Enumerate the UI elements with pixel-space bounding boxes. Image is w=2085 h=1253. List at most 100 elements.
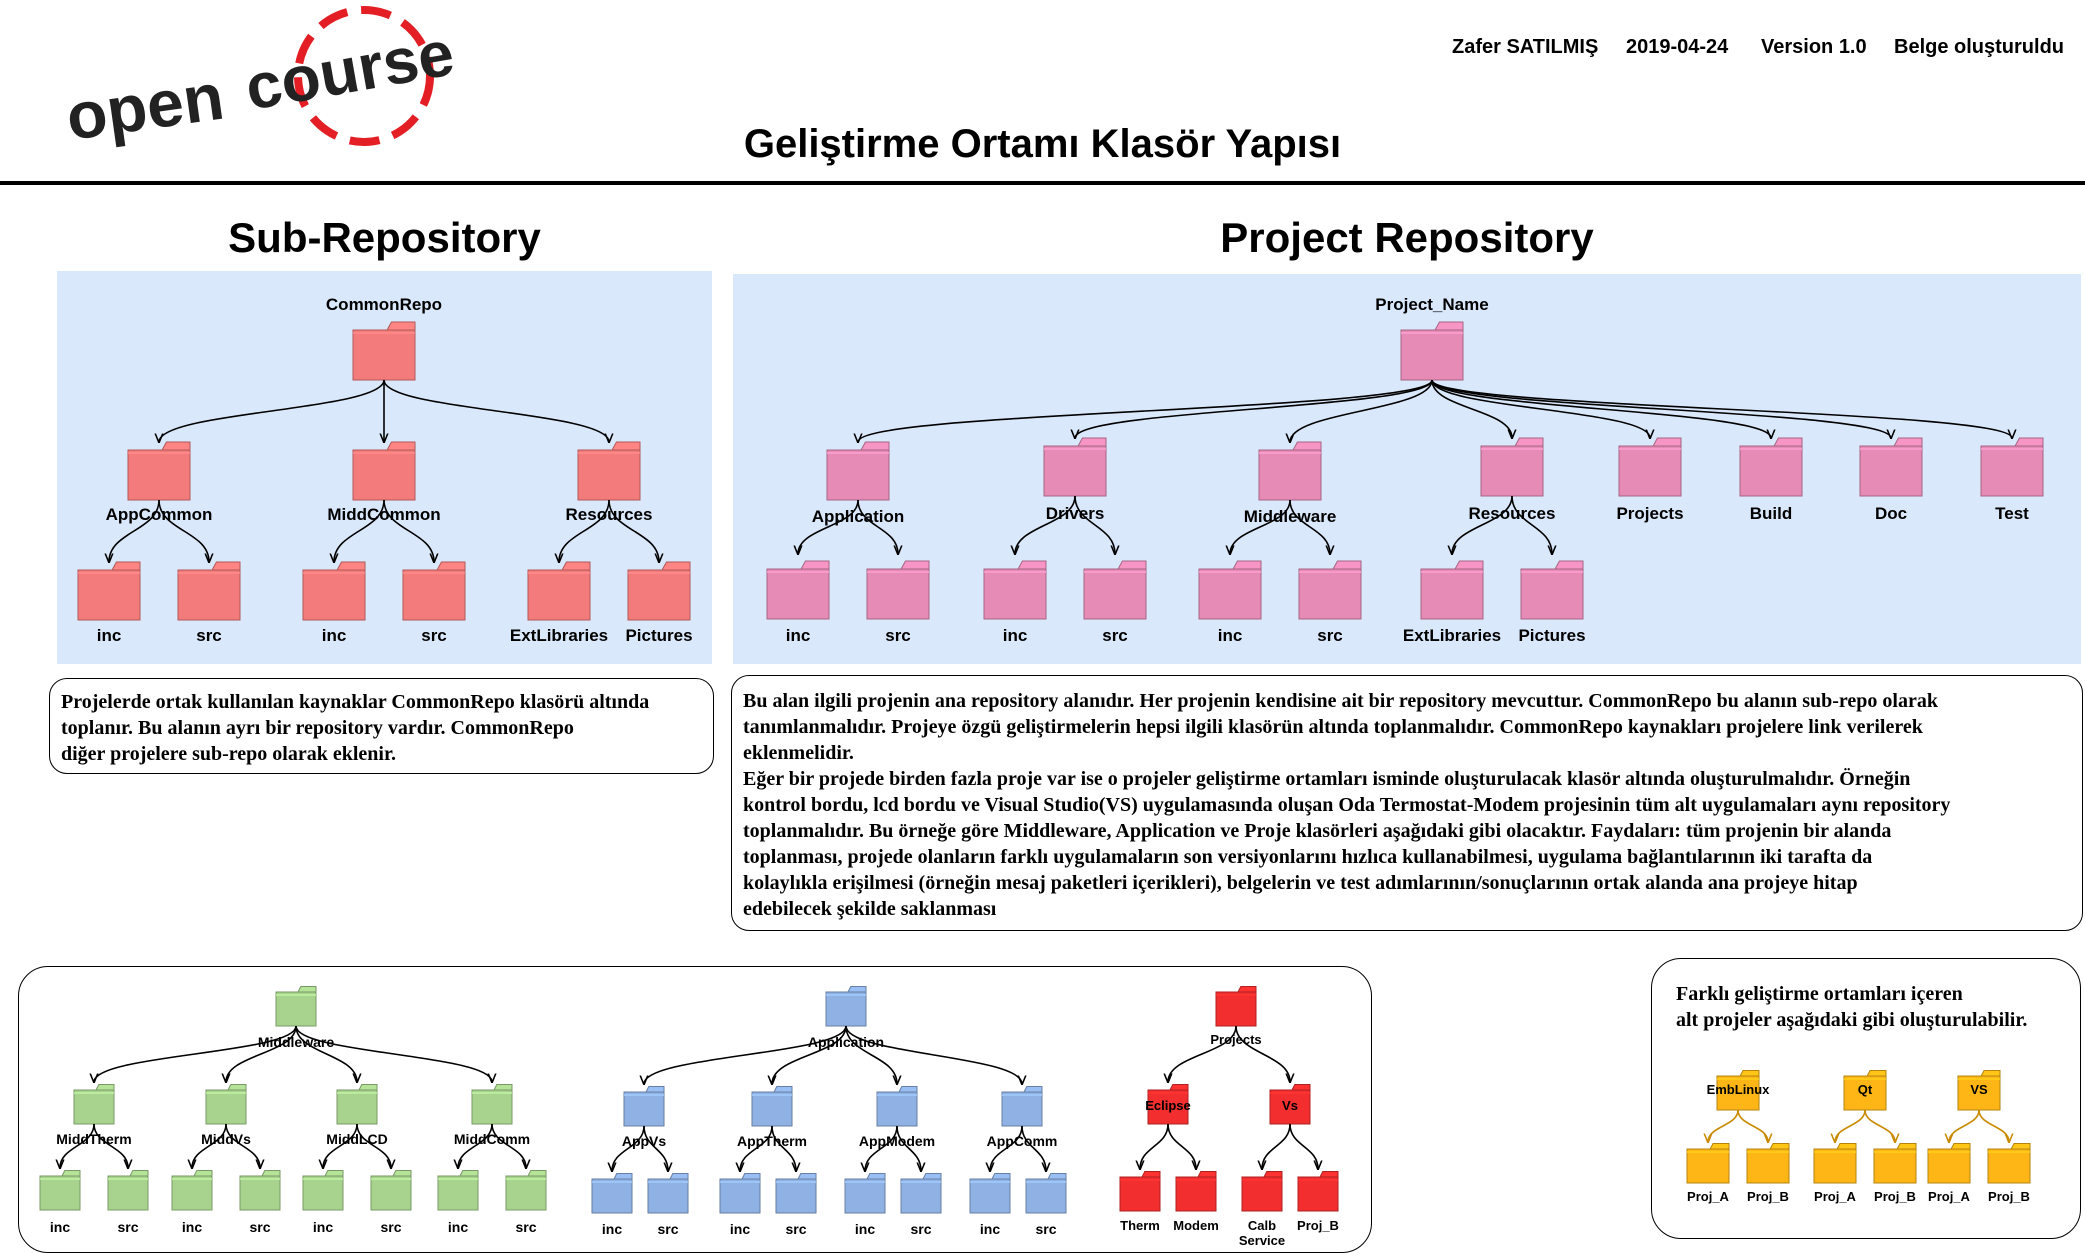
tree-connector bbox=[1290, 379, 1433, 442]
folder-label: Proj_B bbox=[1988, 1189, 2030, 1204]
tree-connector bbox=[858, 379, 1433, 442]
tree-connector bbox=[1230, 499, 1291, 554]
tree-connector bbox=[1289, 1123, 1318, 1169]
tree-connector bbox=[1452, 495, 1513, 554]
group-folder-icon bbox=[352, 441, 416, 501]
folder-label: Proj_A bbox=[1928, 1189, 1971, 1204]
folder-label: Qt bbox=[1858, 1082, 1873, 1097]
description-line: Projelerde ortak kullanılan kaynaklar Co… bbox=[61, 691, 650, 713]
group-folder-icon bbox=[577, 441, 641, 501]
tree-connector bbox=[323, 1123, 358, 1168]
tree-connector bbox=[295, 1025, 357, 1082]
folder-label: Application bbox=[808, 1034, 884, 1050]
folder-label: AppTherm bbox=[737, 1133, 807, 1149]
group-folder-icon bbox=[471, 1084, 513, 1125]
environments-text-line: Farklı geliştirme ortamları içeren bbox=[1676, 983, 1963, 1005]
tree-connector bbox=[295, 1025, 492, 1082]
root-folder-icon bbox=[1400, 321, 1464, 381]
folder-label: inc bbox=[97, 626, 122, 645]
folder-label: AppModem bbox=[859, 1133, 935, 1149]
folder-label: Modem bbox=[1173, 1218, 1219, 1233]
folder-label: Service bbox=[1239, 1233, 1285, 1248]
env-folder-icon bbox=[1957, 1070, 2001, 1111]
group-folder-icon bbox=[1859, 437, 1923, 497]
child-folder-icon bbox=[969, 1173, 1011, 1214]
child-folder-icon bbox=[402, 561, 466, 621]
tree-connector bbox=[1235, 1025, 1290, 1082]
tree-connector bbox=[109, 499, 160, 562]
tree-connector bbox=[356, 1123, 391, 1168]
document-version: Version 1.0 bbox=[1761, 36, 1867, 58]
folder-label: Eclipse bbox=[1145, 1098, 1191, 1113]
tree-connector bbox=[1431, 379, 1512, 438]
folder-label: Middleware bbox=[258, 1034, 334, 1050]
folder-label: inc bbox=[313, 1219, 333, 1235]
tree-connector bbox=[226, 1025, 297, 1082]
folder-label: AppCommon bbox=[106, 505, 213, 524]
folder-label: src bbox=[1317, 626, 1343, 645]
tree-connector bbox=[612, 1125, 645, 1171]
tree-connector bbox=[1431, 379, 2012, 438]
tree-connector bbox=[559, 499, 610, 562]
tree-connector bbox=[158, 499, 209, 562]
child-folder-icon bbox=[627, 561, 691, 621]
folder-label: inc bbox=[182, 1219, 202, 1235]
folder-label: Test bbox=[1995, 504, 2029, 523]
env-child-folder-icon bbox=[1927, 1143, 1971, 1184]
tree-connector bbox=[845, 1025, 1022, 1084]
env-child-folder-icon bbox=[1746, 1143, 1790, 1184]
document-status: Belge oluşturuldu bbox=[1894, 36, 2064, 58]
folder-label: src bbox=[249, 1219, 270, 1235]
logo-ring bbox=[294, 6, 434, 146]
folder-label: inc bbox=[602, 1221, 622, 1237]
folder-label: src bbox=[196, 626, 222, 645]
child-folder-icon bbox=[775, 1173, 817, 1214]
tree-connector bbox=[383, 499, 434, 562]
root-folder-icon bbox=[1215, 986, 1257, 1027]
tree-connector bbox=[990, 1125, 1023, 1171]
folder-label: MiddCommon bbox=[327, 505, 440, 524]
folder-label: src bbox=[1102, 626, 1128, 645]
env-child-folder-icon bbox=[1686, 1143, 1730, 1184]
child-folder-icon bbox=[844, 1173, 886, 1214]
group-folder-icon bbox=[1147, 1084, 1189, 1125]
tree-connector bbox=[383, 379, 609, 442]
child-folder-icon bbox=[1119, 1171, 1161, 1212]
folder-label: src bbox=[910, 1221, 931, 1237]
folder-label: src bbox=[657, 1221, 678, 1237]
folder-label: Therm bbox=[1120, 1218, 1160, 1233]
group-folder-icon bbox=[1269, 1084, 1311, 1125]
tree-connector bbox=[1864, 1109, 1895, 1142]
child-folder-icon bbox=[647, 1173, 689, 1214]
tree-connector bbox=[1168, 1025, 1237, 1082]
child-folder-icon bbox=[1520, 560, 1584, 620]
tree-connector bbox=[771, 1125, 796, 1171]
child-folder-icon bbox=[1420, 560, 1484, 620]
folder-label: MiddLCD bbox=[326, 1131, 387, 1147]
folder-label: inc bbox=[786, 626, 811, 645]
group-folder-icon bbox=[1618, 437, 1682, 497]
description-line: tanımlanmalıdır. Projeye özgü geliştirme… bbox=[743, 716, 1923, 738]
environments-text-line: alt projeler aşağıdaki gibi oluşturulabi… bbox=[1676, 1009, 2028, 1031]
group-folder-icon bbox=[623, 1086, 665, 1127]
tree-connector bbox=[1431, 379, 1650, 438]
child-folder-icon bbox=[1175, 1171, 1217, 1212]
tree-connector bbox=[458, 1123, 493, 1168]
folder-label: Middleware bbox=[1244, 507, 1337, 526]
folder-label: src bbox=[380, 1219, 401, 1235]
description-line: kolaylıkla erişilmesi (örneğin mesaj pak… bbox=[743, 872, 1858, 894]
tree-connector bbox=[1167, 1123, 1196, 1169]
child-folder-icon bbox=[107, 1170, 149, 1211]
folder-label: inc bbox=[322, 626, 347, 645]
env-child-folder-icon bbox=[1987, 1143, 2031, 1184]
child-folder-icon bbox=[302, 561, 366, 621]
folder-label: MiddVs bbox=[201, 1131, 251, 1147]
document-date: 2019-04-24 bbox=[1626, 36, 1729, 58]
folder-label: Pictures bbox=[625, 626, 692, 645]
tree-connector bbox=[857, 499, 898, 554]
folder-label: src bbox=[515, 1219, 536, 1235]
root-folder-icon bbox=[275, 986, 317, 1027]
child-folder-icon bbox=[591, 1173, 633, 1214]
tree-connector bbox=[1431, 379, 1891, 438]
